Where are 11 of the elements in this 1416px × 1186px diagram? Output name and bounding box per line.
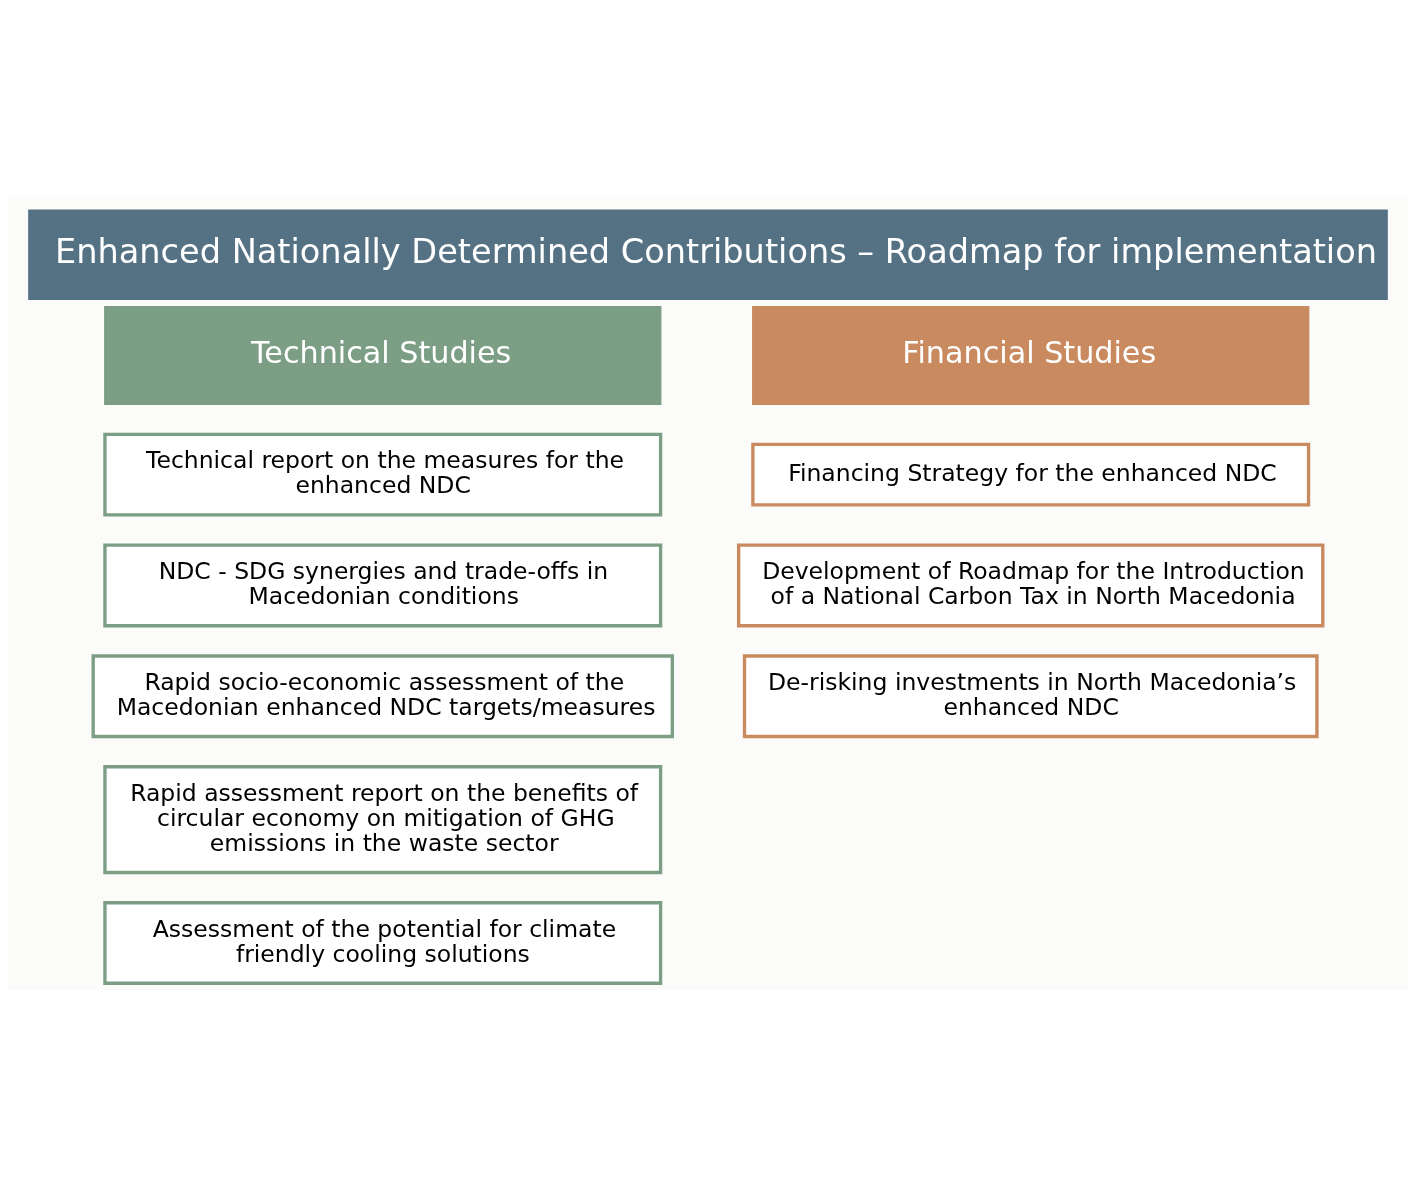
node-box: Financial Studies [752,305,1310,405]
node-box: NDC - SDG synergies and trade-offs in Macedonian conditions [103,543,663,628]
node-box: Assessment of the potential for climate friendly cooling solutions [103,901,663,985]
node-box: De-risking investments in North Macedonia’s enhanced NDC [742,654,1319,739]
node-box: Rapid assessment report on the benefits of circular economy on mitigation of GHG emissions in the waste sector [103,765,663,875]
node-box: Financing Strategy for the enhanced NDC [751,442,1311,507]
node-box: Rapid socio-economic assessment of the Macedonian enhanced NDC targets/measures [91,654,674,739]
node-box: Technical Studies [104,305,662,405]
diagram-title: Enhanced Nationally Determined Contributions – Roadmap for implementation [55,232,1377,272]
node-box: Technical report on the measures for the enhanced NDC [103,432,663,517]
node-box: Development of Roadmap for the Introduction of a National Carbon Tax in North Macedonia [736,543,1325,628]
